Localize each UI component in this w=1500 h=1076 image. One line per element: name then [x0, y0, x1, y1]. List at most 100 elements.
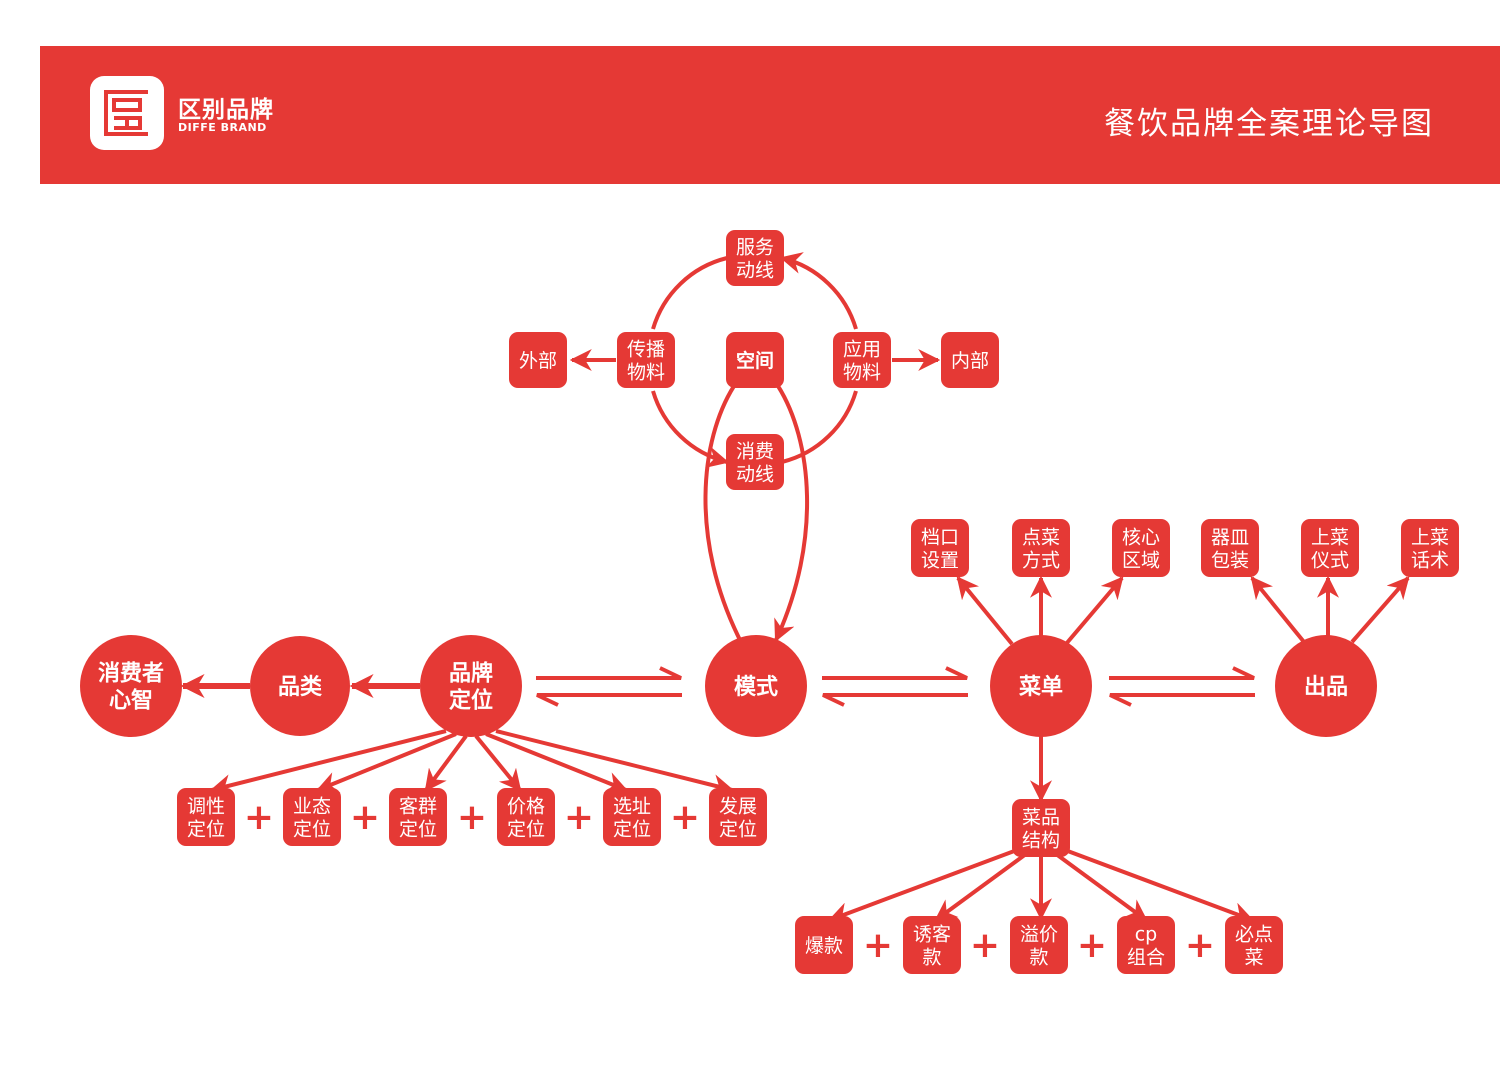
edge-to-core-area	[1064, 576, 1124, 646]
edge-loop-model-space-up	[703, 384, 759, 663]
node-output: 出品	[1275, 635, 1377, 737]
node-customer-label: 客群	[399, 795, 437, 817]
node-tone-box	[177, 788, 235, 846]
plus-signs: +++++++++	[244, 797, 1215, 966]
node-menu: 菜单	[990, 635, 1092, 737]
node-model-circle	[705, 635, 807, 737]
edge-cycle-app-service	[779, 252, 858, 330]
node-app-material-label: 物料	[843, 361, 881, 383]
node-internal: 内部	[941, 332, 999, 388]
node-premium-label: 款	[1029, 946, 1048, 968]
node-lure: 诱客款	[903, 916, 961, 974]
node-consumer-circle	[80, 635, 182, 737]
node-model-label: 模式	[734, 675, 778, 700]
node-cp-label: 组合	[1127, 946, 1165, 968]
node-internal-label: 内部	[951, 350, 989, 372]
node-lure-label: 款	[922, 946, 941, 968]
edge-to-cp	[1054, 852, 1148, 922]
node-consumer-label: 心智	[109, 687, 153, 713]
page-title: 餐饮品牌全案理论导图	[1104, 106, 1434, 142]
node-internal-box	[941, 332, 999, 388]
node-order-mode-label: 点菜	[1022, 526, 1060, 548]
edge-to-stall	[956, 576, 1014, 646]
brand-logo-icon	[104, 90, 148, 136]
node-must: 必点菜	[1225, 916, 1283, 974]
node-app-material-label: 应用	[843, 338, 881, 360]
node-service-flow-label: 动线	[736, 259, 774, 281]
plus-sign: +	[457, 797, 487, 838]
node-positioning-label: 定位	[449, 687, 493, 713]
node-lure-label: 诱客	[913, 923, 951, 945]
edge-to-develop	[495, 729, 735, 796]
node-tableware-label: 器皿	[1211, 526, 1249, 548]
node-serve-ritual-box	[1301, 519, 1359, 577]
brand-name: 区别品牌	[178, 97, 274, 123]
node-external: 外部	[509, 332, 567, 388]
node-must-label: 菜	[1244, 946, 1263, 968]
edge-to-site	[485, 732, 629, 793]
edge-to-format	[315, 732, 457, 793]
edge-to-tone	[209, 729, 447, 796]
edge-to-customer	[424, 734, 468, 792]
plus-sign: +	[970, 925, 1000, 966]
node-serve-ritual-label: 上菜	[1311, 526, 1349, 548]
node-develop-box	[709, 788, 767, 846]
node-format-label: 定位	[293, 818, 331, 840]
node-dish-structure-label: 菜品	[1022, 806, 1060, 828]
node-space: 空间	[726, 332, 784, 388]
node-tableware-label: 包装	[1211, 549, 1249, 571]
node-lure-box	[903, 916, 961, 974]
node-serve-speech-label: 上菜	[1411, 526, 1449, 548]
node-app-material-box	[833, 332, 891, 388]
node-order-mode-box	[1012, 519, 1070, 577]
node-must-label: 必点	[1235, 923, 1273, 945]
edge-menu-model	[822, 693, 968, 707]
node-category-label: 品类	[278, 675, 323, 700]
edge-to-tableware	[1250, 576, 1306, 644]
edge-positioning-model	[536, 666, 682, 680]
edge-to-lure	[934, 852, 1028, 922]
node-site-label: 选址	[613, 795, 651, 817]
node-tone-label: 调性	[187, 795, 225, 817]
brand-logo	[90, 76, 164, 150]
node-output-circle	[1275, 635, 1377, 737]
node-price-box	[497, 788, 555, 846]
plus-sign: +	[350, 797, 380, 838]
node-order-mode-label: 方式	[1022, 549, 1060, 571]
node-serve-speech-box	[1401, 519, 1459, 577]
node-menu-label: 菜单	[1018, 675, 1063, 700]
node-core-area-box	[1112, 519, 1170, 577]
node-stall-box	[911, 519, 969, 577]
edge-loop-space-model-down	[774, 384, 810, 642]
edge-to-must	[1064, 848, 1255, 924]
node-external-label: 外部	[519, 350, 557, 372]
diagram-nodes: 消费者心智品类品牌定位模式菜单出品空间服务动线消费动线传播物料应用物料外部内部档…	[80, 230, 1459, 974]
plus-sign: +	[1185, 925, 1215, 966]
edge-to-serve-speech	[1350, 576, 1410, 644]
node-core-area-label: 区域	[1122, 549, 1160, 571]
plus-sign: +	[244, 797, 274, 838]
node-positioning-circle	[420, 635, 522, 737]
node-promo-material-label: 物料	[627, 361, 665, 383]
node-premium-box	[1010, 916, 1068, 974]
node-format-box	[283, 788, 341, 846]
node-service-flow-box	[726, 230, 784, 286]
diagram-edges	[180, 242, 1410, 924]
node-cp-label: cp	[1135, 923, 1158, 945]
edge-to-price	[474, 734, 522, 792]
edge-to-hit	[827, 848, 1018, 924]
plus-sign: +	[1077, 925, 1107, 966]
edge-cycle-promo-consume	[651, 390, 730, 468]
node-stall-label: 档口	[921, 526, 959, 548]
